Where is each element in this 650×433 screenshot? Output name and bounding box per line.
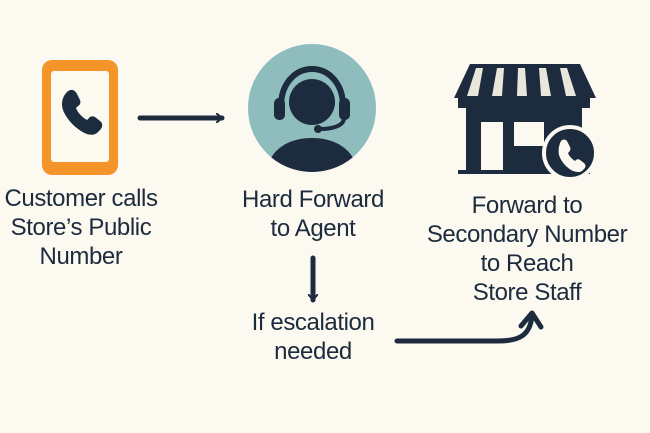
- headset-left-earcup: [274, 98, 285, 120]
- step-3-line-3: to Reach: [480, 250, 574, 277]
- step-2-line-2: to Agent: [270, 215, 356, 242]
- step-3-line-2: Secondary Number: [426, 221, 628, 248]
- step-1-line-2: Store’s Public: [10, 214, 152, 241]
- phone-handset-icon: [62, 89, 103, 135]
- phone-handset-icon: [558, 139, 586, 173]
- step-3-label: Forward to Secondary Number to Reach Sto…: [420, 191, 634, 307]
- store-phone-badge: [542, 125, 598, 181]
- step-2-label: Hard Forward to Agent: [222, 185, 404, 243]
- escalation-line-1: If escalation: [251, 309, 375, 336]
- step-2-line-1: Hard Forward: [242, 186, 384, 213]
- step-3-line-1: Forward to: [471, 192, 583, 219]
- headset-right-earcup: [339, 98, 350, 120]
- smartphone-call-icon: [42, 60, 118, 175]
- headset-band: [278, 65, 346, 109]
- headset-agent-icon: [248, 44, 376, 172]
- agent-head: [289, 79, 335, 125]
- headset-microphone: [318, 116, 346, 131]
- store-door: [481, 122, 503, 172]
- escalation-label: If escalation needed: [218, 308, 408, 366]
- step-1-line-3: Number: [39, 243, 123, 270]
- step-3-line-4: Store Staff: [472, 279, 582, 306]
- escalation-line-2: needed: [274, 338, 352, 365]
- step-1-label: Customer calls Store’s Public Number: [0, 184, 162, 271]
- store-window: [514, 122, 544, 146]
- flow-arrow-curve: [394, 313, 535, 344]
- step-1-line-1: Customer calls: [4, 185, 158, 212]
- storefront-phone-icon: [454, 64, 598, 181]
